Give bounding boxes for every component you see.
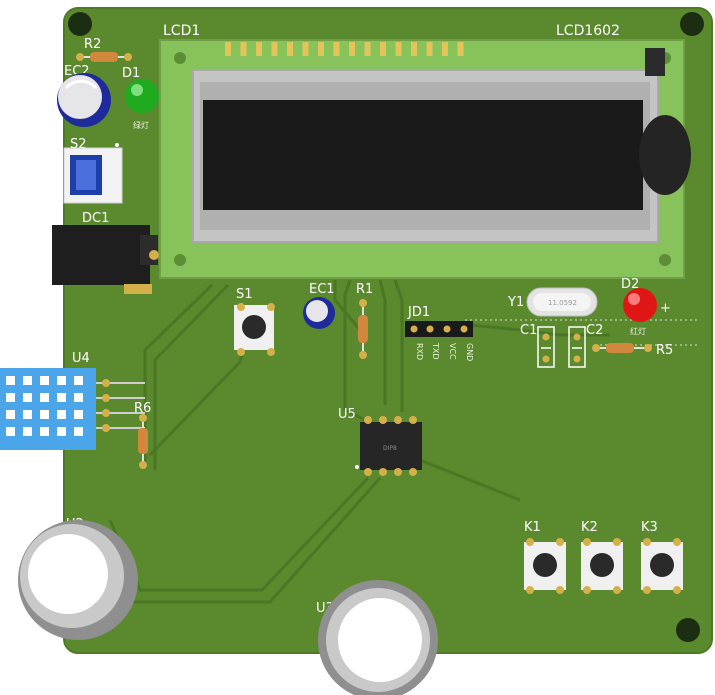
lcd-hole-br — [659, 254, 671, 266]
buzzer-u2: U2 — [18, 517, 138, 640]
svg-text:D2: D2 — [621, 277, 639, 292]
sensor-grille-hole — [6, 393, 15, 402]
sensor-grille-hole — [57, 410, 66, 419]
sensor-grille-hole — [57, 393, 66, 402]
header-jd1: JD1 RXD TXD VCC GND — [405, 305, 474, 361]
svg-text:DC1: DC1 — [82, 211, 109, 226]
sensor-grille-hole — [57, 376, 66, 385]
lcd-hole-tl — [174, 52, 186, 64]
svg-text:+: + — [660, 301, 671, 316]
crystal-y1: Y1 11.0592 — [507, 287, 598, 317]
svg-text:S1: S1 — [236, 287, 253, 302]
button-k2: K2 — [581, 520, 623, 594]
sensor-grille-hole — [74, 410, 83, 419]
lcd-backlight-bump — [639, 115, 691, 195]
svg-text:C1: C1 — [520, 323, 537, 338]
svg-text:DIP8: DIP8 — [383, 445, 397, 452]
svg-text:D1: D1 — [122, 66, 140, 81]
resistor-r5: R5 — [592, 343, 673, 358]
sensor-grille-hole — [40, 410, 49, 419]
sensor-grille-hole — [74, 376, 83, 385]
buzzer-u3: U3 — [316, 580, 438, 695]
svg-text:R5: R5 — [656, 343, 673, 358]
button-s1: S1 — [234, 287, 275, 356]
svg-text:R6: R6 — [134, 401, 151, 416]
lcd-hole-bl — [174, 254, 186, 266]
sensor-grille-hole — [23, 410, 32, 419]
lcd-pin — [395, 42, 402, 56]
svg-text:红灯: 红灯 — [630, 326, 646, 336]
sensor-grille-hole — [40, 427, 49, 436]
lcd-module: LCD1 LCD1602 — [159, 23, 691, 279]
mounting-hole-bottom-right — [676, 618, 700, 642]
pin-label-txd: TXD — [431, 342, 440, 360]
sensor-u4: U4 — [0, 351, 145, 450]
lcd-ref: LCD1 — [163, 23, 200, 39]
button-k3: K3 — [641, 520, 683, 594]
capacitor-c2: C2 — [568, 323, 603, 368]
mounting-hole-top-right — [680, 12, 704, 36]
svg-text:R1: R1 — [356, 282, 373, 297]
svg-text:U4: U4 — [72, 351, 90, 366]
lcd-pin — [411, 42, 417, 56]
button-k1: K1 — [524, 520, 566, 594]
lcd-pin — [271, 42, 278, 56]
lcd-pin — [318, 42, 324, 56]
led-d1: D1 绿灯 — [122, 66, 159, 130]
svg-text:Y1: Y1 — [507, 295, 524, 310]
dc-jack-dc1: DC1 — [52, 211, 159, 294]
pin-label-rxd: RXD — [415, 343, 424, 360]
svg-text:JD1: JD1 — [407, 305, 430, 320]
sensor-grille-hole — [57, 427, 66, 436]
sensor-grille-hole — [74, 393, 83, 402]
sensor-grille-hole — [74, 427, 83, 436]
switch-s2: S2 — [63, 137, 123, 204]
lcd-header-pins — [225, 42, 464, 56]
lcd-pin — [333, 42, 340, 56]
lcd-pin — [302, 42, 309, 56]
sensor-grille-hole — [23, 376, 32, 385]
led-d2: D2 + 红灯 — [621, 277, 671, 336]
sensor-grille-hole — [40, 376, 49, 385]
lcd-pin — [457, 42, 464, 56]
sensor-grille-hole — [23, 393, 32, 402]
lcd-pin — [364, 42, 371, 56]
capacitor-ec2: EC2 — [57, 64, 111, 127]
svg-text:U5: U5 — [338, 407, 356, 422]
svg-text:K1: K1 — [524, 520, 541, 535]
svg-text:绿灯: 绿灯 — [133, 120, 149, 130]
lcd-pin — [380, 42, 386, 56]
lcd-pin — [426, 42, 433, 56]
sensor-grille-hole — [6, 427, 15, 436]
sensor-grille-hole — [6, 376, 15, 385]
pin-label-gnd: GND — [465, 343, 474, 361]
capacitor-ec1: EC1 — [303, 282, 335, 329]
lcd-model: LCD1602 — [556, 23, 620, 39]
svg-text:11.0592: 11.0592 — [548, 299, 577, 307]
lcd-pin — [225, 42, 231, 56]
lcd-pin — [256, 42, 262, 56]
lcd-screen — [203, 100, 643, 210]
svg-text:C2: C2 — [586, 323, 603, 338]
sensor-grille-hole — [6, 410, 15, 419]
mounting-hole-top-left — [68, 12, 92, 36]
ic-u5: U5 DIP8 — [338, 407, 422, 476]
lcd-pin — [442, 42, 448, 56]
lcd-pin — [240, 42, 247, 56]
pin-label-vcc: VCC — [448, 343, 457, 360]
svg-text:K3: K3 — [641, 520, 658, 535]
svg-text:EC1: EC1 — [309, 282, 335, 297]
lcd-pin — [349, 42, 355, 56]
capacitor-c1: C1 — [520, 323, 555, 368]
lcd-pin — [287, 42, 293, 56]
resistor-r1: R1 — [356, 282, 373, 359]
svg-text:K2: K2 — [581, 520, 598, 535]
resistor-r6: R6 — [134, 401, 151, 469]
svg-text:R2: R2 — [84, 37, 101, 52]
resistor-r2: R2 — [76, 37, 132, 62]
sensor-grille-hole — [23, 427, 32, 436]
sensor-grille-hole — [40, 393, 49, 402]
lcd-side-block — [645, 48, 665, 76]
